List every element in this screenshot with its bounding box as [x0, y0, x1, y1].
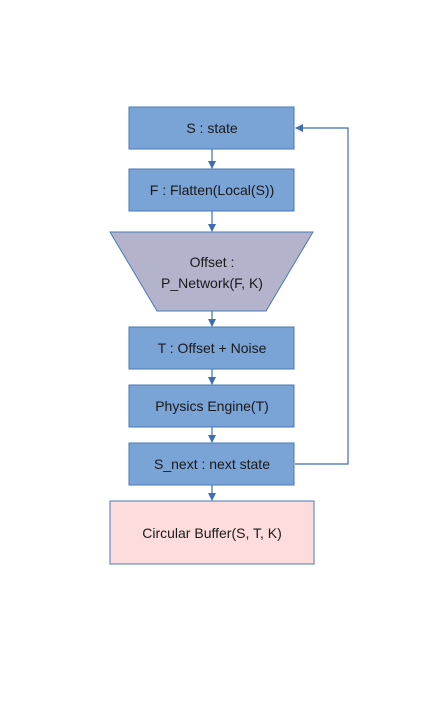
node-flatten-label: F : Flatten(Local(S)): [150, 182, 274, 198]
node-state-label: S : state: [186, 120, 238, 136]
node-offset-trapezoid: [109, 231, 314, 312]
edge-loop-next-state-to-state: [295, 124, 349, 465]
node-next-state-box: [128, 442, 295, 486]
node-buffer-box: [109, 500, 315, 565]
node-target-box: [128, 326, 295, 370]
node-offset-label-line2: P_Network(F, K): [161, 275, 263, 291]
node-state: S : state: [128, 106, 295, 150]
node-buffer: Circular Buffer(S, T, K): [109, 500, 315, 565]
node-offset-label-line1: Offset :: [190, 254, 235, 270]
node-physics-box: [128, 384, 295, 428]
edges: [208, 124, 349, 501]
node-state-box: [128, 106, 295, 150]
node-next-state: S_next : next state: [128, 442, 295, 486]
node-physics-label: Physics Engine(T): [155, 398, 269, 414]
node-next-state-label: S_next : next state: [154, 456, 270, 472]
node-target-label: T : Offset + Noise: [158, 340, 267, 356]
node-flatten-box: [128, 168, 295, 212]
node-offset: Offset : P_Network(F, K): [109, 231, 314, 312]
node-flatten: F : Flatten(Local(S)): [128, 168, 295, 212]
node-target: T : Offset + Noise: [128, 326, 295, 370]
node-physics: Physics Engine(T): [128, 384, 295, 428]
node-buffer-label: Circular Buffer(S, T, K): [142, 525, 282, 541]
